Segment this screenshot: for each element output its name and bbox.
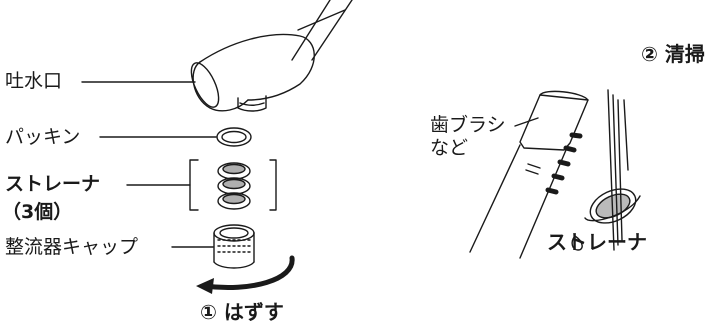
water-drop-icon: [571, 235, 583, 251]
strainer-count-label: （3個）: [2, 201, 73, 223]
strainer-right: [584, 188, 641, 224]
water-stream: [607, 89, 629, 251]
cap-label: 整流器キャップ: [5, 236, 139, 258]
flow-cap: [213, 224, 255, 269]
brush-label-line1: 歯ブラシ: [430, 114, 506, 136]
leader-line-brush: [514, 117, 539, 127]
step2-label: ② 清掃: [641, 42, 705, 66]
brush-label-line2: など: [430, 137, 469, 159]
strainer-stack: [189, 159, 277, 211]
leader-lines-left: [81, 81, 217, 248]
toothbrush: [469, 90, 589, 259]
faucet-spout: [190, 0, 353, 112]
strainer-label-right: ストレーナ: [547, 230, 647, 254]
step1-label: ① はずす: [200, 300, 284, 324]
packing-label: パッキン: [5, 126, 81, 148]
strainer-label-left: ストレーナ: [5, 173, 101, 195]
rotate-arrow-icon: [196, 255, 295, 294]
packing-ring: [216, 127, 252, 147]
spout-label: 吐水口: [5, 70, 63, 92]
